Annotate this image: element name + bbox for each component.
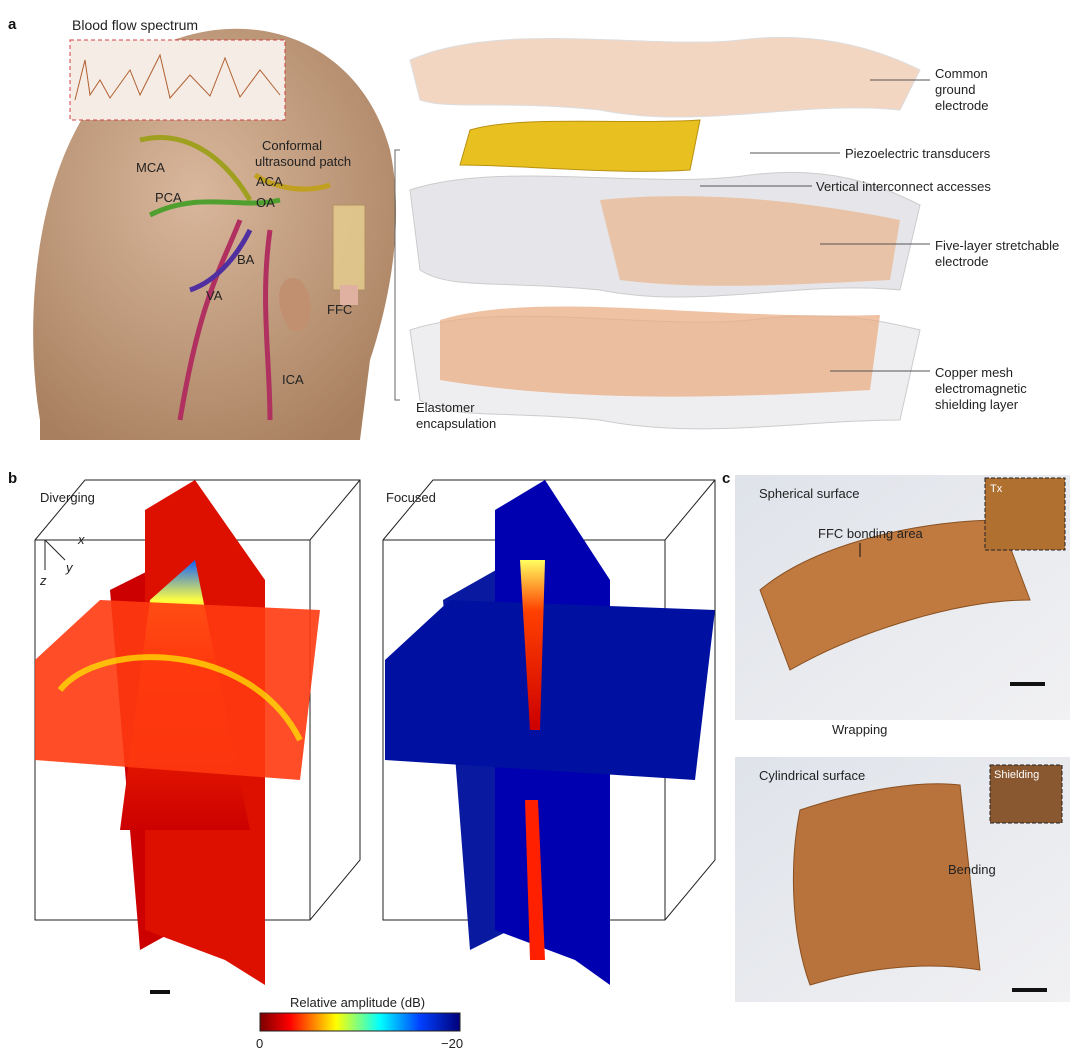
axes-icon (44, 539, 75, 570)
label-ground-3: electrode (935, 98, 989, 113)
spectrum-trace (74, 53, 281, 101)
label-ground-2: ground (935, 82, 976, 97)
panel-label-b: b (8, 470, 18, 487)
axis-y: y (66, 560, 73, 575)
label-via: Vertical interconnect accesses (816, 179, 991, 194)
axis-x: x (78, 532, 85, 547)
panel-label-a: a (8, 16, 17, 33)
colorbar (259, 1012, 461, 1032)
label-ba: BA (237, 252, 255, 267)
label-copper-3: shielding layer (935, 397, 1019, 412)
head-illustration (33, 28, 397, 441)
label-ffc-area: FFC bonding area (818, 526, 923, 541)
label-shielding: Shielding (994, 769, 1040, 781)
panel-label-c: c (722, 470, 731, 487)
label-patch-1: Conformal (262, 138, 322, 153)
colorbar-label: Relative amplitude (dB) (290, 995, 426, 1010)
label-bending: Bending (948, 862, 996, 877)
patch-cylindrical (792, 783, 981, 986)
label-five-1: Five-layer stretchable (935, 238, 1060, 253)
label-aca: ACA (256, 174, 283, 189)
label-tx: Tx (990, 483, 1003, 495)
scale-bar-spherical (1010, 682, 1045, 686)
tx-inset (984, 477, 1066, 551)
label-pca: PCA (155, 190, 182, 205)
label-elast-2: encapsulation (416, 416, 497, 431)
label-ffc: FFC (327, 302, 353, 317)
scale-bar-cylindrical (1012, 988, 1047, 992)
label-oa: OA (256, 195, 275, 210)
label-copper-1: Copper mesh (935, 365, 1014, 380)
focused-xy-plane (385, 600, 715, 780)
scale-bar (150, 990, 170, 994)
colorbar-max: −20 (441, 1036, 464, 1051)
label-patch-2: ultrasound patch (255, 154, 352, 169)
label-va: VA (206, 288, 223, 303)
focused-beam (520, 560, 545, 730)
blood-flow-spectrum-inset (69, 39, 286, 121)
label-ica: ICA (282, 372, 304, 387)
focused-beam-lower (525, 800, 545, 960)
exploded-layers (394, 36, 930, 430)
axis-z: z (40, 573, 47, 588)
label-spherical: Spherical surface (759, 486, 860, 501)
label-piezo: Piezoelectric transducers (845, 146, 991, 161)
label-mca: MCA (136, 160, 165, 175)
colorbar-min: 0 (256, 1036, 264, 1051)
patch-spherical (759, 519, 1031, 671)
label-copper-2: electromagnetic (935, 381, 1027, 396)
label-ground-1: Common (935, 66, 988, 81)
label-wrapping: Wrapping (832, 722, 888, 737)
label-elast-1: Elastomer (416, 400, 475, 415)
label-cylindrical: Cylindrical surface (759, 768, 866, 783)
title-diverging: Diverging (40, 490, 95, 505)
title-focused: Focused (386, 490, 436, 505)
diverging-xy-plane (35, 600, 320, 780)
inset-title: Blood flow spectrum (72, 17, 199, 33)
diverging-field-plot (34, 479, 361, 921)
shielding-inset (989, 764, 1063, 824)
label-five-2: electrode (935, 254, 989, 269)
